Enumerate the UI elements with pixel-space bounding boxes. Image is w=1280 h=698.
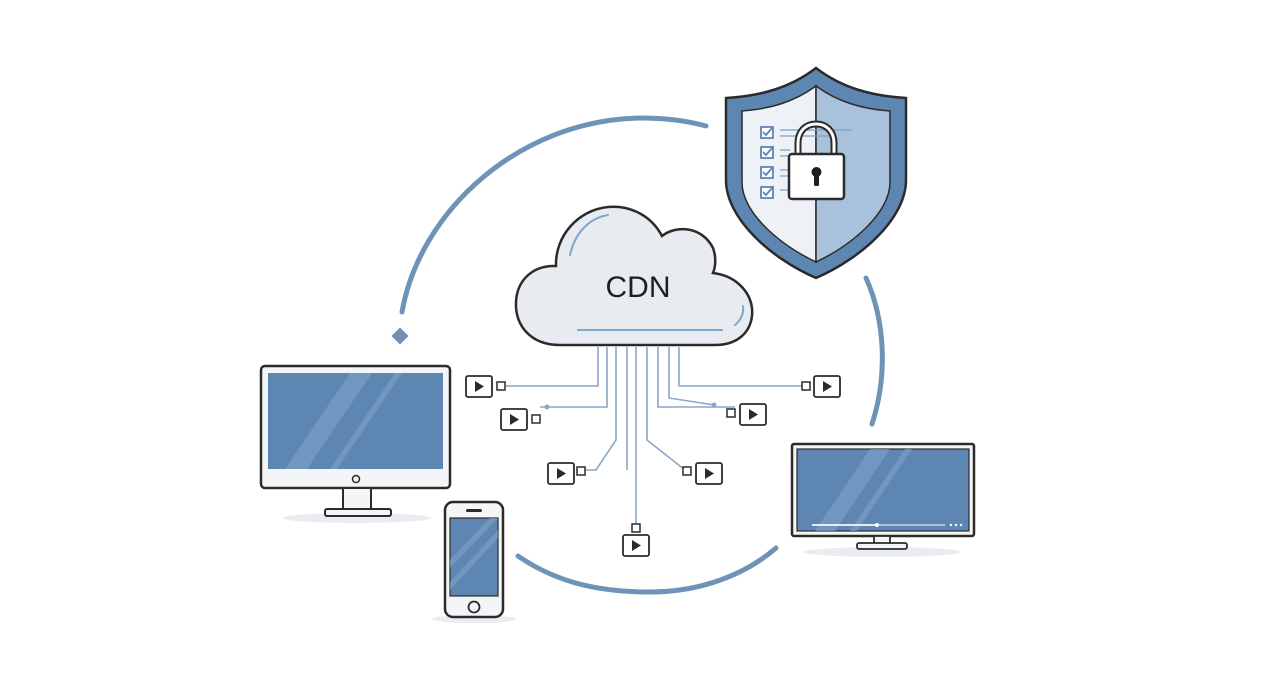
padlock-icon: [787, 120, 846, 201]
video-play-icon: [500, 408, 541, 431]
desktop-monitor-icon: [259, 364, 452, 523]
video-play-icon: [726, 403, 767, 426]
television-icon: [790, 442, 976, 557]
ring-arc-bottom: [515, 545, 779, 595]
ring-diamond-marker: [391, 327, 409, 345]
video-play-icon: [465, 375, 506, 398]
video-play-icon: [547, 462, 586, 485]
junction-dots: [544, 402, 717, 410]
video-play-icon: [622, 523, 650, 557]
ring-arc-right: [863, 275, 885, 427]
video-endpoints: [465, 375, 841, 557]
cloud-label: CDN: [606, 271, 671, 304]
video-play-icon: [682, 462, 723, 485]
video-play-icon: [801, 375, 841, 398]
smartphone-icon: [432, 500, 516, 623]
distribution-lines: [505, 347, 805, 524]
cdn-cloud: CDN: [514, 205, 754, 347]
ring-arc-upper-left: [399, 115, 709, 315]
ring-arcs: [399, 115, 885, 595]
